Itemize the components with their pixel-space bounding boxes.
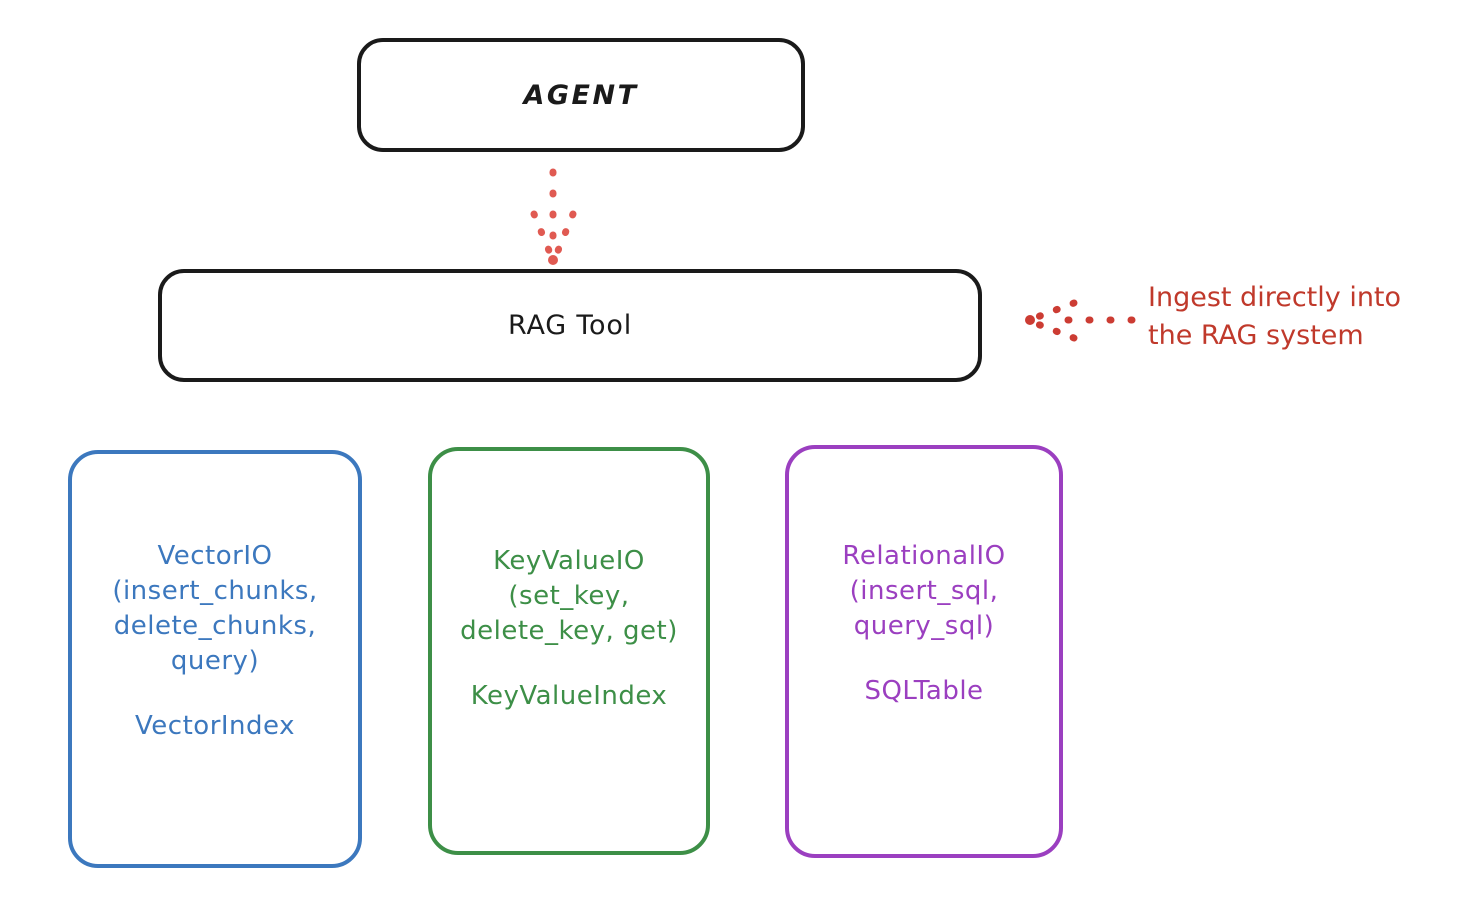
edge-agent-to-rag-tool-icon bbox=[530, 168, 577, 265]
node-agent-label: AGENT bbox=[523, 79, 639, 111]
node-rag-tool[interactable]: RAG Tool bbox=[158, 269, 982, 382]
node-vector-io-sublabel: VectorIndex bbox=[135, 710, 295, 741]
node-relational-io-sublabel: SQLTable bbox=[864, 675, 984, 706]
node-key-value-io-label: KeyValueIO (set_key, delete_key, get) bbox=[460, 546, 678, 646]
relational-io-spacer bbox=[789, 644, 1059, 674]
node-vector-io-content: VectorIO (insert_chunks, delete_chunks, … bbox=[72, 539, 358, 744]
vector-io-spacer bbox=[72, 679, 358, 709]
key-value-io-spacer bbox=[432, 649, 706, 679]
node-key-value-io-content: KeyValueIO (set_key, delete_key, get) Ke… bbox=[432, 544, 706, 714]
edge-ingest-to-rag-tool-icon bbox=[1025, 299, 1136, 342]
node-relational-io-content: RelationalIO (insert_sql, query_sql) SQL… bbox=[789, 539, 1059, 709]
node-vector-io-label: VectorIO (insert_chunks, delete_chunks, … bbox=[112, 540, 318, 676]
node-rag-tool-label: RAG Tool bbox=[507, 310, 632, 341]
node-vector-io[interactable]: VectorIO (insert_chunks, delete_chunks, … bbox=[68, 450, 362, 868]
node-relational-io[interactable]: RelationalIO (insert_sql, query_sql) SQL… bbox=[785, 445, 1063, 858]
node-relational-io-label: RelationalIO (insert_sql, query_sql) bbox=[842, 540, 1006, 641]
node-key-value-io-sublabel: KeyValueIndex bbox=[470, 681, 668, 711]
node-key-value-io[interactable]: KeyValueIO (set_key, delete_key, get) Ke… bbox=[428, 447, 710, 855]
node-agent[interactable]: AGENT bbox=[357, 38, 805, 152]
annotation-ingest: Ingest directly into the RAG system bbox=[1148, 282, 1402, 351]
